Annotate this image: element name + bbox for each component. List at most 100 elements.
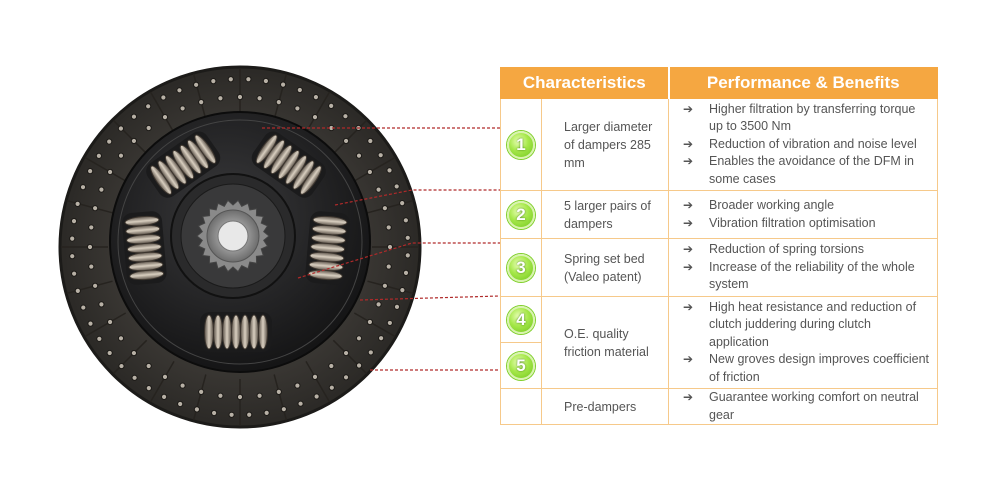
rivet-hole (92, 282, 99, 289)
rivet-hole (328, 102, 335, 109)
number-cell: 3 (500, 238, 542, 297)
rivet-hole (70, 218, 78, 225)
friction-groove (192, 73, 207, 120)
characteristics-header: Characteristics (500, 67, 670, 99)
benefit-item: ➔Reduction of spring torsions (683, 241, 931, 259)
benefit-text: Enables the avoidance of the DFM in some… (709, 154, 914, 186)
table-header-row: Characteristics Performance & Benefits (500, 67, 938, 99)
rivet-hole (377, 152, 384, 159)
rivet-hole (145, 362, 152, 370)
rivet-hole (386, 243, 394, 251)
rivet-hole (227, 76, 234, 83)
number-badge: 4 (507, 305, 535, 334)
rivet-hole (381, 205, 388, 212)
friction-groove (112, 339, 148, 375)
friction-groove (367, 199, 414, 214)
number-badge: 1 (507, 130, 535, 159)
friction-groove (84, 312, 127, 338)
rivet-hole (217, 392, 224, 399)
number-cell (500, 388, 542, 425)
damper-springs (122, 131, 350, 352)
rivet-hole (106, 168, 114, 176)
leader-line (359, 295, 501, 301)
rivet-hole (313, 393, 320, 400)
rivet-hole (366, 318, 374, 326)
rivet-hole (87, 167, 94, 175)
rivet-hole (275, 388, 282, 395)
friction-groove (305, 360, 331, 403)
rivet-hole (297, 400, 304, 407)
rivet-hole (393, 303, 401, 310)
benefit-text: Vibration filtration optimisation (709, 215, 876, 230)
rivet-hole (198, 388, 205, 395)
benefits-cell: ➔ Broader working angle➔ Vibration filtrat… (668, 190, 938, 239)
damper-spring (305, 211, 350, 285)
friction-groove (66, 280, 113, 295)
rivet-hole (385, 263, 392, 270)
rivet-holes (69, 76, 411, 418)
friction-groove (353, 156, 396, 182)
arrow-right-icon: ➔ (683, 299, 694, 314)
friction-groove (367, 280, 414, 295)
benefit-text: Broader working angle (709, 198, 835, 212)
rivet-hole (402, 269, 410, 276)
rivet-hole (177, 400, 184, 408)
friction-groove (332, 339, 368, 375)
rivet-hole (179, 105, 186, 112)
rivet-hole (98, 186, 105, 193)
number-cell: 4 (500, 296, 542, 343)
friction-groove (192, 374, 207, 421)
benefits-cell: ➔Reduction of spring torsions➔Increase o… (668, 238, 938, 297)
rivet-hole (69, 235, 76, 242)
number-badge: 3 (507, 253, 535, 282)
rivet-hole (193, 406, 201, 413)
rivet-hole (312, 94, 320, 101)
rivet-hole (145, 124, 152, 132)
rivet-hole (246, 411, 253, 418)
rivet-hole (160, 393, 168, 400)
rivet-hole (328, 362, 335, 370)
rivet-hole (280, 406, 287, 413)
friction-groove (66, 199, 113, 214)
friction-groove (353, 312, 396, 338)
arrow-right-icon: ➔ (683, 101, 694, 116)
friction-groove (332, 119, 368, 155)
benefit-item: ➔ Broader working angle (683, 197, 931, 215)
rivet-hole (117, 335, 125, 342)
number-cell: 1 (500, 98, 542, 191)
arrow-right-icon: ➔ (683, 136, 694, 151)
arrow-right-icon: ➔ (683, 154, 694, 169)
rivet-hole (210, 78, 217, 85)
rivet-hole (145, 385, 152, 392)
rivet-hole (228, 411, 235, 418)
rivet-hole (375, 186, 382, 193)
rivet-hole (106, 349, 113, 357)
damper-spring (122, 211, 167, 285)
arrow-right-icon: ➔ (683, 352, 694, 367)
characteristic-cell: O.E. quality friction material (541, 296, 669, 389)
benefit-item: ➔New groves design improves coefficient … (683, 351, 931, 386)
rivet-hole (92, 205, 99, 212)
damper-spring (251, 131, 326, 198)
rivet-hole (87, 320, 94, 327)
rivet-hole (367, 349, 374, 356)
friction-groove (273, 73, 288, 120)
benefit-item: ➔Guarantee working comfort on neutral ge… (683, 389, 931, 424)
rivet-hole (74, 200, 81, 208)
rivet-hole (256, 95, 263, 102)
rivet-hole (160, 94, 167, 101)
friction-groove (305, 91, 331, 134)
rivet-hole (118, 362, 125, 370)
rivet-hole (404, 252, 411, 259)
rivet-hole (71, 270, 78, 277)
rivet-hole (296, 86, 303, 94)
rivet-hole (130, 113, 138, 120)
rivet-hole (294, 105, 301, 112)
rivet-hole (74, 287, 81, 294)
characteristic-cell: 5 larger pairs of dampers (541, 190, 669, 239)
rivet-hole (294, 382, 301, 389)
characteristic-cell: Spring set bed (Valeo patent) (541, 238, 669, 297)
arrow-right-icon: ➔ (683, 198, 694, 212)
rivet-hole (311, 373, 319, 381)
